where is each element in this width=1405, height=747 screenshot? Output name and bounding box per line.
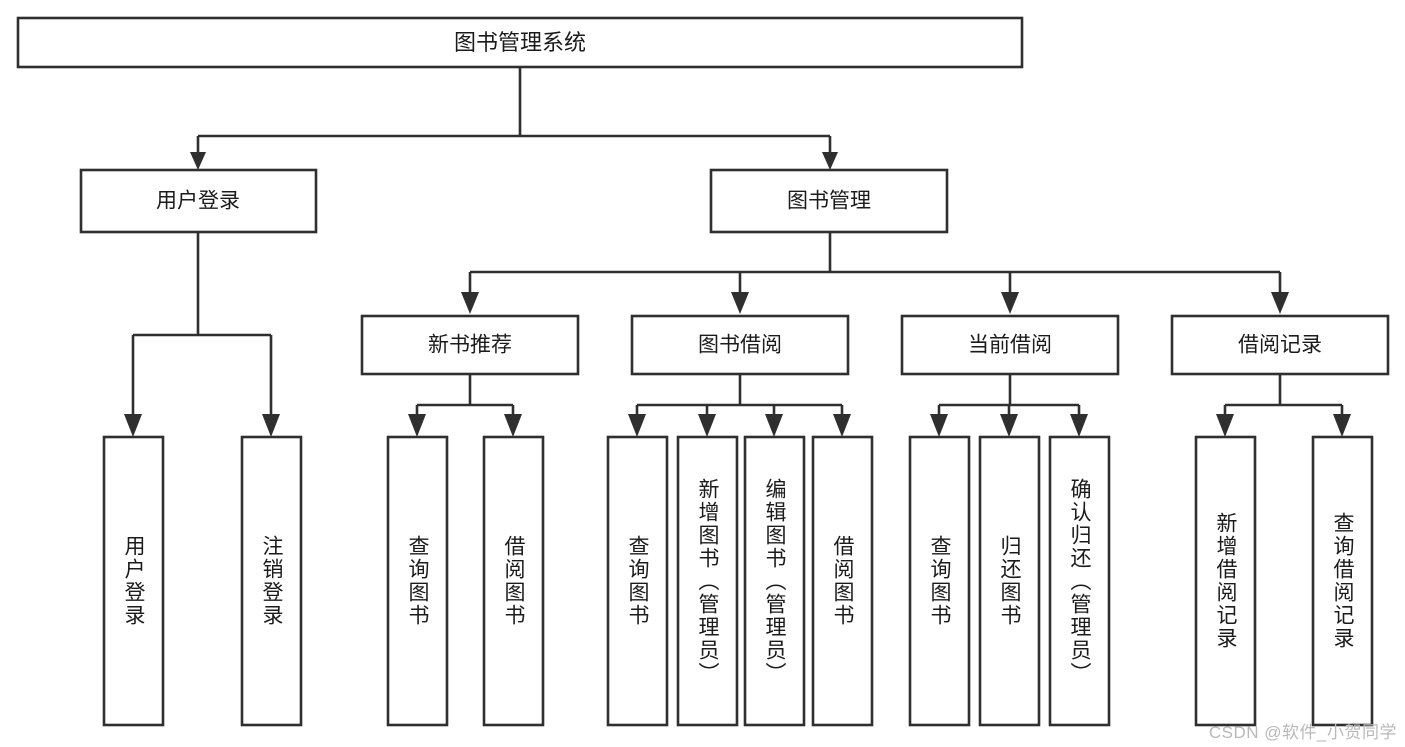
arrow-leaf-return-book xyxy=(1000,414,1018,437)
arrow-leaf-user-login xyxy=(124,414,142,437)
arrow-leaf-add-book xyxy=(698,414,716,437)
arrow-leaf-query-book-1 xyxy=(408,414,426,437)
leaf-box-query-book-borrow[interactable] xyxy=(606,435,669,727)
watermark-label: CSDN @软件_小贺同学 xyxy=(1208,723,1397,742)
leaf-box-edit-book[interactable] xyxy=(743,435,806,727)
arrow-to-book-manage xyxy=(822,152,838,170)
leaf-box-add-book[interactable] xyxy=(676,435,739,727)
leaf-box-query-book-recommend[interactable] xyxy=(386,435,449,727)
node-label-new-book-recommend: 新书推荐 xyxy=(428,334,512,357)
arrow-leaf-add-record xyxy=(1216,414,1234,437)
leaf-box-user-login[interactable] xyxy=(102,435,165,727)
leaf-box-confirm-return[interactable] xyxy=(1048,435,1111,727)
arrow-leaf-borrow-book-1 xyxy=(504,414,522,437)
arrow-leaf-query-book-3 xyxy=(930,414,948,437)
node-box-root[interactable] xyxy=(16,16,1024,69)
node-label-book-manage: 图书管理 xyxy=(787,190,871,213)
node-label-user-login: 用户登录 xyxy=(156,190,240,213)
leaf-box-query-borrow-record[interactable] xyxy=(1311,435,1374,727)
leaf-box-return-book[interactable] xyxy=(978,435,1041,727)
arrow-to-new-book xyxy=(461,292,479,314)
arrow-to-borrow-record xyxy=(1271,292,1289,314)
arrow-leaf-confirm-return xyxy=(1070,414,1088,437)
node-label-borrow-record: 借阅记录 xyxy=(1238,334,1322,357)
leaf-box-borrow-book[interactable] xyxy=(811,435,874,727)
leaf-box-borrow-book-recommend[interactable] xyxy=(482,435,545,727)
node-label-current-borrow: 当前借阅 xyxy=(968,334,1052,357)
arrow-leaf-edit-book xyxy=(765,414,783,437)
arrow-to-book-borrow xyxy=(731,292,749,314)
leaf-box-query-book-current[interactable] xyxy=(908,435,971,727)
node-box-book-manage[interactable] xyxy=(709,168,949,234)
arrow-leaf-logout xyxy=(262,414,280,437)
arrow-leaf-query-record xyxy=(1333,414,1351,437)
arrow-to-user-login xyxy=(190,152,206,170)
leaf-box-add-borrow-record[interactable] xyxy=(1194,435,1257,727)
node-label-book-borrow: 图书借阅 xyxy=(698,334,782,357)
node-box-user-login[interactable] xyxy=(79,168,318,234)
node-box-book-borrow[interactable] xyxy=(630,314,850,376)
arrow-to-current-borrow xyxy=(1001,292,1019,314)
arrow-leaf-borrow-book-2 xyxy=(833,414,851,437)
node-label-root: 图书管理系统 xyxy=(454,30,586,55)
node-box-current-borrow[interactable] xyxy=(900,314,1120,376)
leaf-box-logout[interactable] xyxy=(240,435,303,727)
arrow-leaf-query-book-2 xyxy=(628,414,646,437)
node-box-new-book-recommend[interactable] xyxy=(360,314,580,376)
node-box-borrow-record[interactable] xyxy=(1170,314,1390,376)
